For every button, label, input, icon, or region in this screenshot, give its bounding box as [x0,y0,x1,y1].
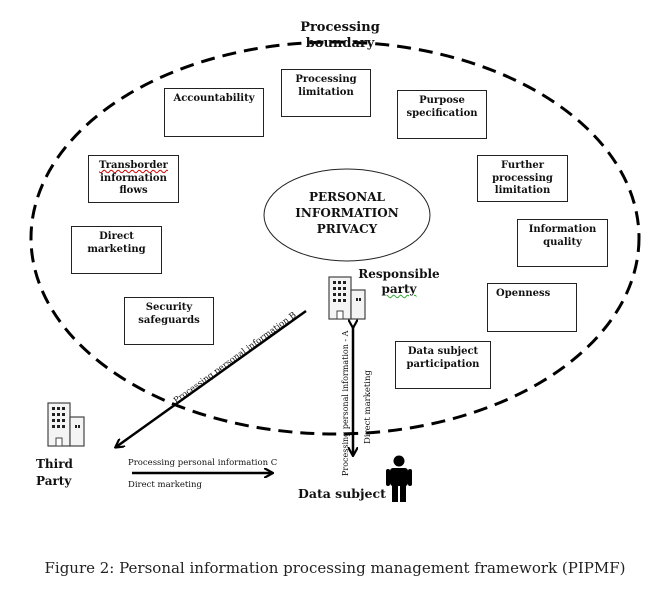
flow-b-arrow [116,309,307,447]
box-openness: Openness [487,283,577,332]
data-subject-label: Data subject [298,486,388,501]
box-information-quality: Information quality [517,219,608,267]
flow-a-direct-marketing: Direct marketing [363,370,373,444]
responsible-party-line2: party [381,282,417,296]
core-line1: PERSONAL [309,190,385,204]
responsible-party-building-icon [328,276,366,320]
boundary-label-line2: boundary [305,36,375,51]
box-security-safeguards: Security safeguards [124,297,214,345]
box-transborder-line2: information [100,172,167,184]
box-further-processing-line1: Further [501,160,544,171]
third-party-label: Third Party [36,456,80,490]
box-information-quality-line2: quality [543,236,582,248]
box-security-safeguards-line2: safeguards [138,314,200,326]
third-party-building-icon [47,402,85,447]
box-purpose-specification-line2: specification [406,107,478,119]
box-transborder-line3: flows [119,185,148,196]
data-subject-text: Data subject [298,486,386,501]
box-openness-label: Openness [496,288,551,299]
flow-a-label: Processing personal information - A [341,330,350,476]
core-label: PERSONAL INFORMATION PRIVACY [285,189,409,237]
flow-c-direct-marketing: Direct marketing [128,480,202,490]
processing-boundary [29,40,641,436]
box-transborder-line1: Transborder [99,160,168,171]
box-data-subject-participation-line1: Data subject [407,346,479,357]
box-further-processing-line2: processing [492,172,553,184]
box-information-quality-line1: Information [528,224,597,235]
box-processing-limitation-line2: limitation [298,86,354,98]
figure-caption: Figure 2: Personal information processin… [44,559,626,577]
responsible-party-label: Responsible party [356,267,442,297]
third-party-line1: Third [36,457,73,471]
boundary-label: Processing boundary [290,20,390,52]
box-accountability: Accountability [164,88,264,137]
core-line2: INFORMATION [295,206,399,220]
box-further-processing-limitation: Further processing limitation [477,155,568,202]
box-data-subject-participation: Data subject participation [395,341,491,389]
box-transborder-information-flows: Transborder information flows [88,155,179,203]
box-further-processing-line3: limitation [494,185,551,196]
box-accountability-label: Accountability [173,93,255,104]
responsible-party-line1: Responsible [358,267,440,281]
box-direct-marketing-line2: marketing [87,243,146,255]
box-direct-marketing-line1: Direct [99,231,134,242]
box-direct-marketing: Direct marketing [71,226,162,274]
box-data-subject-participation-line2: participation [406,358,480,370]
box-processing-limitation-line1: Processing [295,74,357,85]
box-security-safeguards-line1: Security [145,302,193,313]
boundary-label-line1: Processing [300,20,380,35]
core-ellipse [263,168,431,262]
box-processing-limitation: Processing limitation [281,69,371,117]
box-purpose-specification-line1: Purpose [419,95,465,106]
box-purpose-specification: Purpose specification [397,90,487,139]
third-party-line2: Party [36,474,72,488]
core-line3: PRIVACY [316,222,378,236]
flow-c-label: Processing personal information C [128,458,278,468]
data-subject-person-icon [386,455,412,502]
